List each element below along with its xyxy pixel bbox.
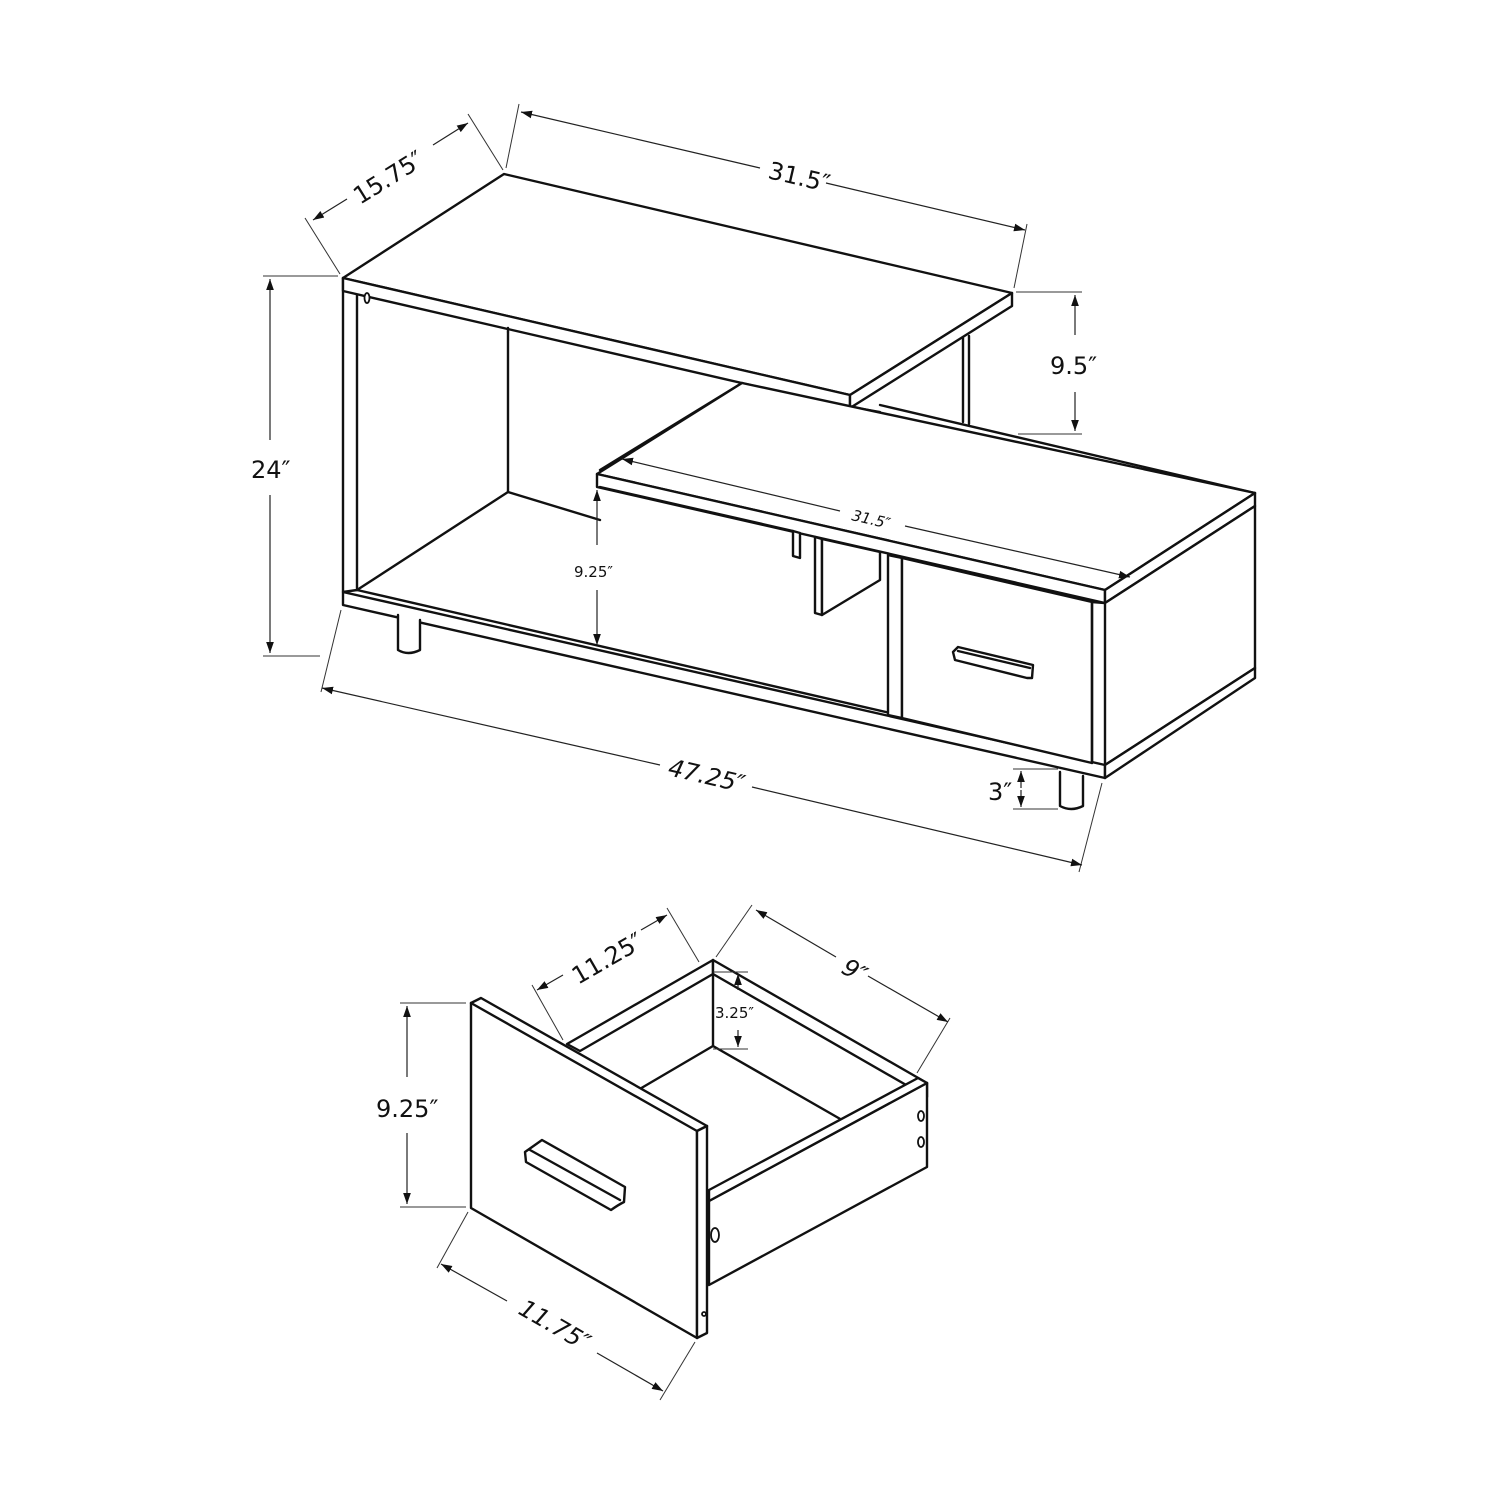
drawer-box-depth-label: 9″ — [837, 953, 872, 989]
leg-height-label: 3″ — [988, 778, 1012, 806]
overall-width-label: 47.25″ — [666, 754, 748, 799]
drawer-front-width-label: 11.75″ — [514, 1294, 595, 1357]
center-divider — [598, 485, 882, 617]
left-bay-floor-edge — [355, 490, 510, 592]
cabinet-dimensions: 15.75″ 31.5″ 9.5″ 24″ 31.5″ 9.25″ 47.25″ — [251, 103, 1131, 873]
peg-hole — [363, 292, 371, 304]
drawer-screw-hole — [917, 1136, 925, 1148]
overall-height-label: 24″ — [251, 456, 291, 484]
top-shelf-width-label: 31.5″ — [766, 157, 833, 198]
tv-stand-cabinet — [341, 172, 1257, 811]
cabinet-leg-right — [1058, 770, 1085, 811]
drawer-box-width-label: 11.25″ — [567, 927, 648, 990]
drawer-dowel-mark — [701, 1311, 707, 1317]
right-bay-top-back-edge — [878, 403, 1257, 495]
drawer-screw-hole — [710, 1227, 720, 1243]
cavity-height-label: 9.25″ — [574, 563, 613, 581]
right-side-panel — [1090, 504, 1257, 780]
drawer-inner-height-label: 3.25″ — [715, 1004, 754, 1022]
top-shelf-height-label: 9.5″ — [1050, 352, 1097, 380]
top-shelf-support-right — [961, 334, 971, 426]
drawer-assembly — [469, 958, 929, 1340]
cabinet-depth-label: 15.75″ — [348, 145, 429, 210]
left-bay-floor-back — [506, 490, 602, 522]
drawer-screw-hole — [917, 1110, 925, 1122]
drawer-front-handle — [523, 1138, 627, 1212]
drawer-front-height-label: 9.25″ — [376, 1095, 438, 1123]
left-side-panel — [341, 276, 359, 594]
cabinet-leg-left — [396, 613, 422, 655]
cabinet-drawer-handle — [951, 645, 1035, 680]
top-shelf — [341, 172, 1014, 410]
drawer-right-side — [707, 958, 929, 1287]
